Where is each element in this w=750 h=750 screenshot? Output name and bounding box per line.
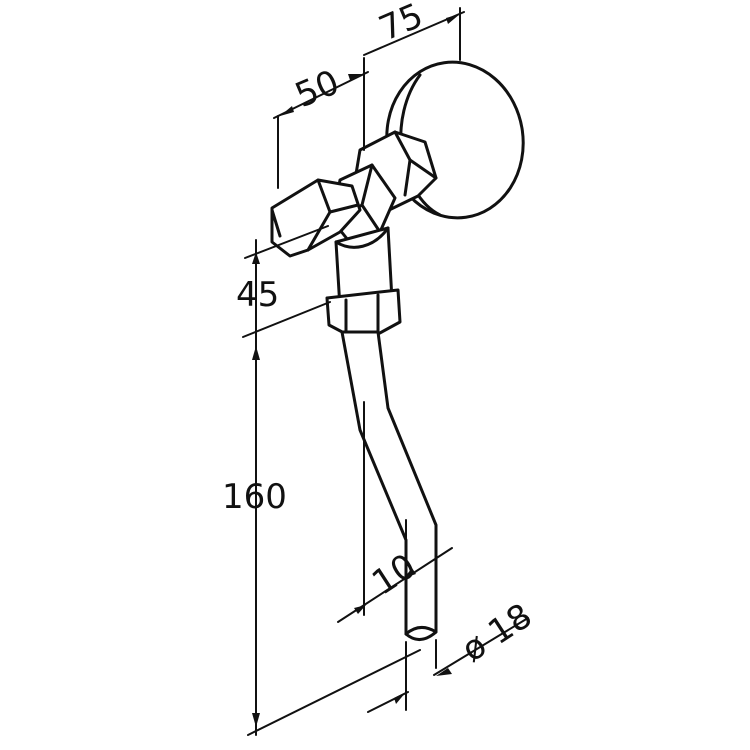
union-nut — [325, 288, 402, 336]
dimension-160: 160 — [222, 337, 421, 736]
dimension-45-label: 45 — [236, 275, 279, 315]
dimension-45: 45 — [236, 225, 331, 339]
outlet-socket — [334, 226, 394, 310]
dimension-diameter-18: ø 18 — [367, 596, 540, 713]
dimension-75: 75 — [363, 0, 465, 61]
dimension-50-label: 50 — [290, 62, 345, 116]
dimension-160-label: 160 — [222, 477, 287, 517]
dimension-diameter-18-label: ø 18 — [455, 596, 540, 670]
valve-handle — [270, 178, 362, 258]
dimension-75-label: 75 — [373, 0, 428, 49]
dimension-50: 50 — [273, 57, 369, 189]
flush-pipe — [340, 330, 438, 641]
